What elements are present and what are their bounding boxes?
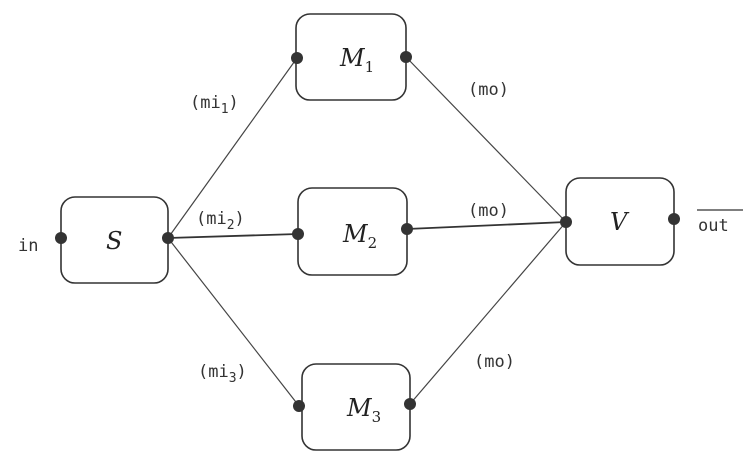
wire-s-m1 — [167, 57, 298, 239]
node-m1-label: M1 — [339, 44, 374, 76]
node-s-input-port — [55, 232, 67, 244]
edge-label-mi1: (mi1) — [190, 93, 239, 117]
node-m3-output-port — [404, 398, 416, 410]
wire-s-m3 — [167, 237, 300, 407]
node-m2: M2 — [292, 187, 413, 276]
node-v-input-port — [560, 216, 572, 228]
node-m1-output-port — [400, 51, 412, 63]
wire-m2-v — [406, 221, 567, 230]
terminal-out-label: out — [698, 216, 729, 236]
node-v: V — [560, 177, 680, 266]
terminal-in-label: in — [18, 236, 38, 256]
node-m3: M3 — [293, 363, 416, 451]
node-m1-input-port — [291, 52, 303, 64]
wire-s-m2 — [167, 233, 299, 239]
node-s: S — [55, 196, 174, 284]
node-v-output-port — [668, 213, 680, 225]
wire-m3-v — [409, 221, 567, 405]
edge-label-mi3: (mi3) — [198, 362, 247, 386]
edge-label-mo-bottom: (mo) — [474, 352, 515, 372]
node-m2-label: M2 — [342, 220, 377, 252]
edge-label-mi2: (mi2) — [196, 209, 245, 233]
wire-m1-v — [405, 56, 567, 223]
edge-label-mo-top: (mo) — [468, 80, 509, 100]
node-m1: M1 — [291, 13, 412, 101]
node-m2-output-port — [401, 223, 413, 235]
node-m3-label: M3 — [346, 394, 381, 426]
node-s-label: S — [106, 227, 122, 255]
node-v-label: V — [610, 208, 630, 236]
node-m2-input-port — [292, 228, 304, 240]
edge-label-mo-middle: (mo) — [468, 201, 509, 221]
node-s-output-port — [162, 232, 174, 244]
node-m3-input-port — [293, 400, 305, 412]
